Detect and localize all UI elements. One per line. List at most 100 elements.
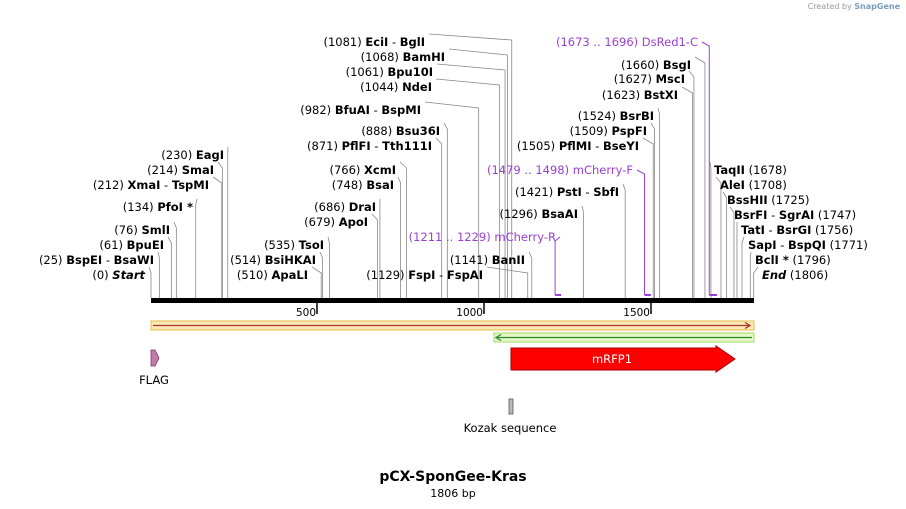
primer-annotations: (1673 .. 1696) DsRed1-C (1479 .. 1498) mC… <box>409 35 717 296</box>
site-leader <box>715 176 722 298</box>
site-leader <box>650 122 655 298</box>
site-label[interactable]: (76) SmlI <box>114 223 170 237</box>
site-leader <box>399 161 408 298</box>
site-leader <box>622 183 626 298</box>
snapgene-credit: Created by SnapGene <box>807 2 900 11</box>
primer-label[interactable]: (1211 .. 1229) mCherry-R <box>409 230 556 244</box>
site-leader <box>311 266 322 298</box>
site-leader <box>173 221 177 298</box>
site-label[interactable]: (1524) BsrBI <box>578 109 654 123</box>
ruler-ticks: 500 1000 1500 <box>296 303 652 319</box>
site-label[interactable]: (230) EagI <box>161 148 224 162</box>
site-label[interactable]: (514) BsiHKAI <box>230 253 316 267</box>
site-label[interactable]: (679) ApoI <box>304 215 368 229</box>
site-leader <box>486 266 529 298</box>
site-leader <box>688 70 695 298</box>
site-label[interactable]: (686) DraI <box>314 200 376 214</box>
site-leader <box>448 48 508 298</box>
kozak-feature[interactable]: Kozak sequence <box>464 398 557 435</box>
site-leader <box>435 137 443 298</box>
site-label[interactable]: (871) PflFI - Tth111I <box>307 139 432 153</box>
tick-label: 500 <box>296 307 316 319</box>
site-label[interactable]: (1421) PstI - SbfI <box>515 185 619 199</box>
site-leader <box>157 251 160 298</box>
site-leader <box>729 206 735 298</box>
primer-leader <box>554 236 561 295</box>
kozak-label: Kozak sequence <box>464 421 557 435</box>
site-leader <box>327 236 330 298</box>
site-leader <box>709 161 712 298</box>
site-label[interactable]: (1627) MscI <box>614 72 685 86</box>
site-label[interactable]: (1509) PspFI <box>570 124 647 138</box>
site-label[interactable]: AleI (1708) <box>720 178 787 192</box>
site-leader <box>741 236 745 298</box>
site-leader <box>722 191 728 298</box>
primer-leader <box>636 169 646 295</box>
site-label[interactable]: (748) BsaI <box>332 178 394 192</box>
site-leader <box>694 56 706 298</box>
site-label[interactable]: (1044) NdeI <box>360 80 432 94</box>
mrfp1-feature[interactable]: mRFP1 <box>510 345 736 373</box>
tick-label: 1500 <box>623 307 650 319</box>
site-leader <box>528 251 533 298</box>
site-label[interactable]: (212) XmaI - TspMI <box>93 178 209 192</box>
site-label[interactable]: (214) SmaI <box>147 163 214 177</box>
site-label[interactable]: TaqII (1678) <box>714 163 787 177</box>
site-label[interactable]: TatI - BsrGI (1756) <box>741 223 853 237</box>
site-label[interactable]: (1296) BsaAI <box>500 207 578 221</box>
site-label[interactable]: BclI * (1796) <box>755 253 831 267</box>
site-leader <box>212 176 223 298</box>
plasmid-length: 1806 bp <box>430 487 476 500</box>
mrfp1-label: mRFP1 <box>592 352 632 366</box>
site-leader <box>371 213 378 298</box>
site-leader <box>319 251 323 298</box>
site-leaders <box>148 33 759 298</box>
site-leader <box>642 137 654 298</box>
primer-label[interactable]: (1479 .. 1498) mCherry-F <box>487 163 633 177</box>
tick-label: 1000 <box>456 307 483 319</box>
site-label[interactable]: (1068) BamHI <box>361 50 445 64</box>
site-leader <box>749 251 752 298</box>
site-label[interactable]: (1061) Bpu10I <box>346 65 433 79</box>
site-label[interactable]: (134) PfoI * <box>123 200 193 214</box>
site-label[interactable]: End (1806) <box>762 268 828 282</box>
flag-label: FLAG <box>139 373 169 387</box>
site-label[interactable]: BssHII (1725) <box>727 193 810 207</box>
site-leader <box>681 86 693 298</box>
site-leader <box>443 122 448 298</box>
site-label[interactable]: (61) BpuEI <box>99 238 164 252</box>
site-label[interactable]: (1660) BsgI <box>621 58 691 72</box>
site-label[interactable]: (510) ApaLI <box>237 268 308 282</box>
site-label[interactable]: (0) Start <box>92 268 145 282</box>
sequence-backbone <box>151 298 754 303</box>
site-leader <box>581 205 584 298</box>
site-label[interactable]: (1505) PflMI - BseYI <box>517 139 639 153</box>
full-length-feature <box>150 320 755 331</box>
site-label[interactable]: (1081) EciI - BglI <box>324 35 426 49</box>
snapgene-logo: SnapGene <box>854 2 900 11</box>
site-label[interactable]: SapI - BspQI (1771) <box>748 238 868 252</box>
site-label[interactable]: (1129) FspI - FspAI <box>366 268 483 282</box>
site-leader <box>428 33 513 298</box>
site-leader <box>424 101 480 298</box>
site-leader <box>148 266 152 298</box>
site-leader <box>753 266 759 298</box>
flag-feature[interactable]: FLAG <box>139 349 169 387</box>
site-leader <box>217 161 223 298</box>
site-label[interactable]: (25) BspEI - BsaWI <box>39 253 154 267</box>
site-leader <box>436 63 506 298</box>
primer-label[interactable]: (1673 .. 1696) DsRed1-C <box>556 35 698 49</box>
green-feature <box>493 332 755 343</box>
site-label[interactable]: (888) Bsu36I <box>361 124 440 138</box>
site-label[interactable]: (766) XcmI <box>329 163 396 177</box>
site-leader <box>167 236 172 298</box>
site-label[interactable]: (982) BfuAI - BspMI <box>300 103 421 117</box>
site-label[interactable]: (535) TsoI <box>264 238 324 252</box>
site-leader <box>657 107 660 298</box>
site-leader <box>435 78 500 298</box>
site-label[interactable]: BsrFI - SgrAI (1747) <box>734 208 856 222</box>
site-label[interactable]: (1141) BanII <box>450 253 525 267</box>
primer-leader <box>701 41 710 295</box>
site-label[interactable]: (1623) BstXI <box>602 88 678 102</box>
